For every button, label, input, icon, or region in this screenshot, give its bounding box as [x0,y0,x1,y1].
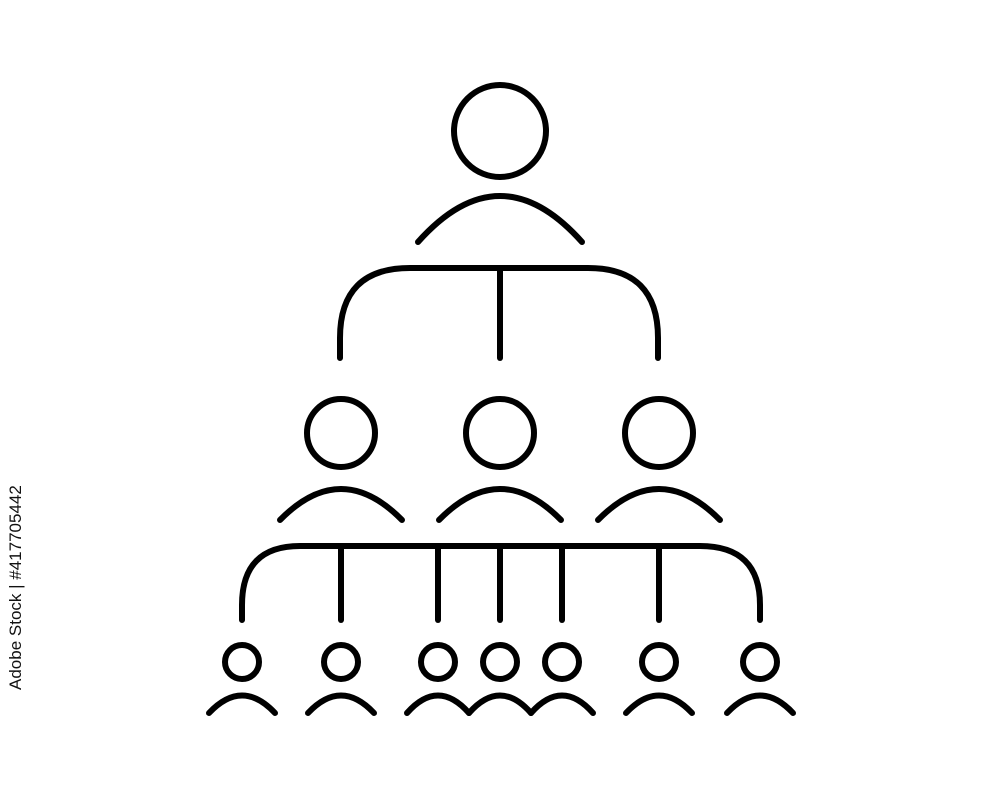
person-bottom-7 [724,642,796,716]
person-bottom-5 [528,642,596,716]
person-bottom-5-head [542,642,582,682]
person-mid-center-shoulders [436,486,564,523]
person-bottom-4 [466,642,534,716]
person-top-shoulders [415,193,585,245]
person-mid-center-head [463,396,537,470]
connector-level-1 [337,265,661,361]
person-bottom-3-shoulders [404,692,472,716]
person-bottom-3-head [418,642,458,682]
person-mid-right-head [622,396,696,470]
person-bottom-6 [623,642,695,716]
person-bottom-2 [305,642,377,716]
person-mid-center [436,396,564,523]
person-mid-left-shoulders [277,486,405,523]
person-mid-right [595,396,723,523]
person-bottom-4-shoulders [466,692,534,716]
connector-level-2 [239,543,763,623]
stock-watermark: Adobe Stock | #417705442 [6,485,25,690]
person-bottom-6-head [639,642,679,682]
person-top [415,82,585,245]
person-mid-right-shoulders [595,486,723,523]
person-top-head [451,82,549,180]
person-bottom-4-head [480,642,520,682]
person-mid-left-head [304,396,378,470]
person-bottom-2-head [321,642,361,682]
person-bottom-1 [206,642,278,716]
person-bottom-6-shoulders [623,692,695,716]
person-bottom-7-head [740,642,780,682]
person-mid-left [277,396,405,523]
person-bottom-3 [404,642,472,716]
person-bottom-5-shoulders [528,692,596,716]
person-bottom-1-shoulders [206,692,278,716]
person-bottom-1-head [222,642,262,682]
person-bottom-2-shoulders [305,692,377,716]
person-bottom-7-shoulders [724,692,796,716]
